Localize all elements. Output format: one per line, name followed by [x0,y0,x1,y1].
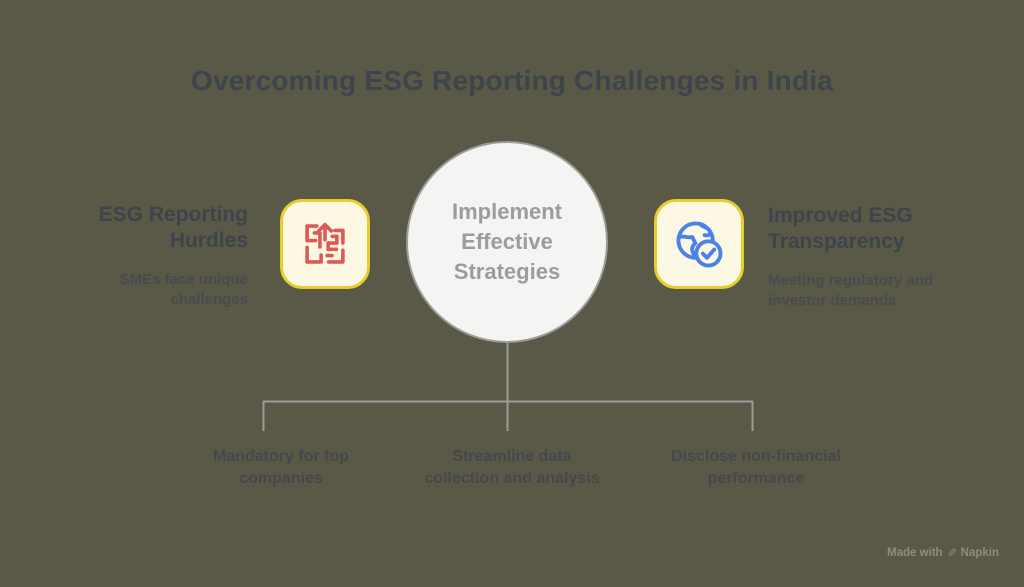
pen-icon: ✎ [946,546,957,560]
left-icon-card [280,199,370,289]
globe-check-icon [670,215,728,273]
center-node-circle: Implement Effective Strategies [406,141,608,343]
right-node-heading: Improved ESG Transparency [768,204,913,254]
left-node-text: ESG Reporting Hurdles SMEs face unique c… [30,202,248,310]
watermark-prefix: Made with [887,547,943,559]
maze-arrow-icon [296,215,354,273]
right-node-text: Improved ESG Transparency Meeting regula… [768,203,996,311]
bottom-label-mandatory: Mandatory for top companies [213,448,349,488]
connector-bracket-line [262,400,754,431]
left-node-heading: ESG Reporting Hurdles [98,203,248,253]
bottom-label-streamline: Streamline data collection and analysis [424,448,600,488]
watermark: Made with ✎ Napkin [887,546,999,560]
right-node-subtext: Meeting regulatory and investor demands [768,271,934,309]
watermark-brand: Napkin [960,547,999,559]
center-node-label: Implement Effective Strategies [451,199,563,284]
right-icon-card [654,199,744,289]
left-node-subtext: SMEs face unique challenges [119,270,248,308]
bottom-label-disclose: Disclose non-financial performance [671,448,841,488]
page-title: Overcoming ESG Reporting Challenges in I… [190,65,833,96]
